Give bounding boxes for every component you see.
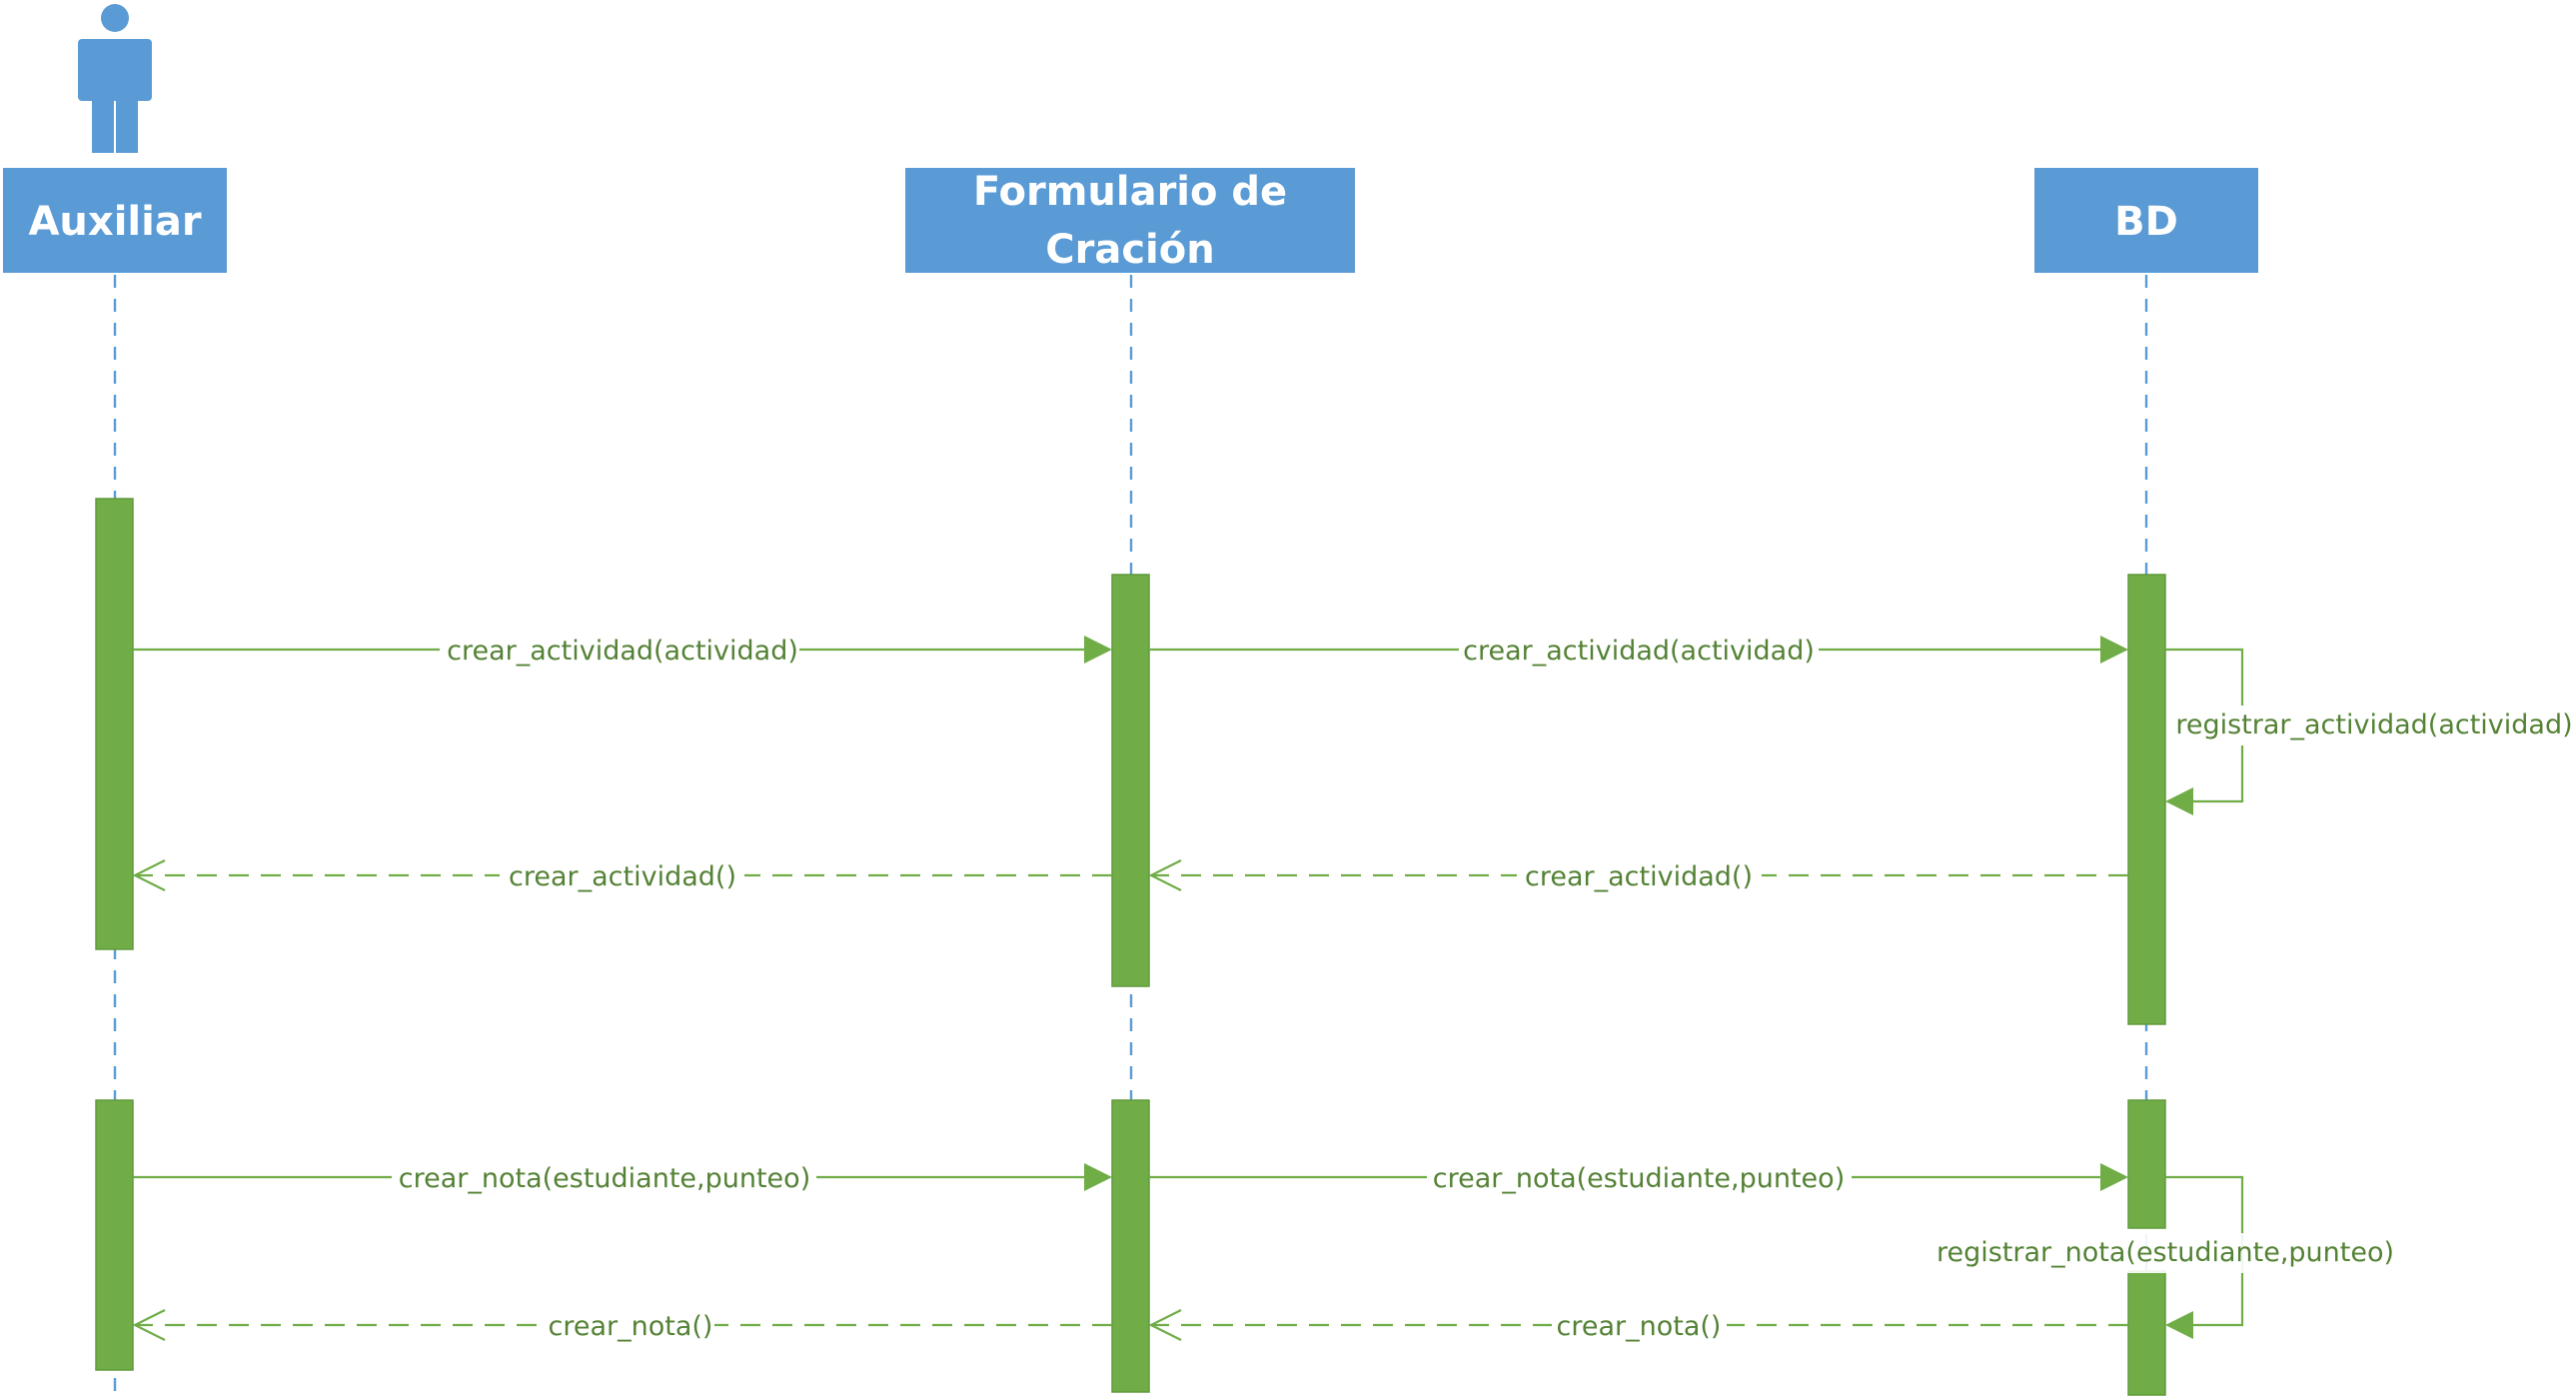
- arrowhead-solid: [2165, 787, 2193, 815]
- message-label: registrar_nota(estudiante,punteo): [1936, 1237, 2394, 1268]
- message-label: crear_nota(estudiante,punteo): [1433, 1163, 1845, 1194]
- lifeline-formulario-title-line2: Cración: [1045, 227, 1214, 273]
- activation-auxiliar-2: [95, 1099, 134, 1371]
- message-label: crear_nota(): [549, 1311, 713, 1342]
- arrowhead-solid: [2165, 1311, 2193, 1339]
- activation-formulario-1: [1111, 574, 1150, 987]
- lifeline-formulario-title-line1: Formulario de: [973, 169, 1287, 215]
- activation-bd-2a: [2127, 1099, 2166, 1229]
- arrowhead-open: [132, 1309, 166, 1341]
- message-label: crear_actividad(actividad): [447, 636, 798, 667]
- message-crear-nota-return-2: crear_nota(): [1148, 1305, 2128, 1345]
- lifeline-bd-title: BD: [2114, 199, 2178, 245]
- arrowhead-solid: [1084, 636, 1112, 664]
- lifeline-auxiliar: Auxiliar: [3, 168, 227, 273]
- lifeline-formulario: Formulario de Cración: [905, 168, 1355, 273]
- activation-formulario-2: [1111, 1099, 1150, 1393]
- message-crear-actividad-2: crear_actividad(actividad): [1149, 628, 2128, 668]
- message-label: crear_nota(): [1557, 1311, 1722, 1342]
- message-registrar-nota: registrar_nota(estudiante,punteo): [1929, 1175, 2398, 1339]
- message-crear-nota-2: crear_nota(estudiante,punteo): [1149, 1156, 2128, 1196]
- lifeline-bd: BD: [2034, 168, 2258, 273]
- arrowhead-open: [132, 859, 166, 891]
- arrowhead-solid: [2100, 1163, 2128, 1191]
- lifeline-auxiliar-title: Auxiliar: [28, 199, 201, 245]
- arrowhead-solid: [2100, 636, 2128, 664]
- message-crear-nota-1: crear_nota(estudiante,punteo): [133, 1156, 1112, 1196]
- message-crear-actividad-1: crear_actividad(actividad): [133, 628, 1112, 668]
- arrowhead-open: [1148, 1309, 1182, 1341]
- arrowhead-solid: [1084, 1163, 1112, 1191]
- activation-auxiliar-1: [95, 498, 134, 950]
- message-label: crear_actividad(): [1525, 861, 1753, 892]
- person-icon: [78, 4, 152, 153]
- message-registrar-actividad: registrar_actividad(actividad): [2165, 648, 2573, 815]
- message-label: crear_actividad(actividad): [1463, 636, 1815, 667]
- activation-bd-2b: [2127, 1270, 2166, 1396]
- message-crear-nota-return-1: crear_nota(): [132, 1305, 1112, 1345]
- message-label: crear_actividad(): [509, 861, 736, 892]
- message-label: registrar_actividad(actividad): [2175, 709, 2572, 740]
- message-label: crear_nota(estudiante,punteo): [399, 1163, 810, 1194]
- arrowhead-open: [1148, 859, 1182, 891]
- activation-bd-1: [2127, 574, 2166, 1025]
- message-crear-actividad-return-2: crear_actividad(): [1148, 855, 2128, 895]
- message-crear-actividad-return-1: crear_actividad(): [132, 855, 1112, 895]
